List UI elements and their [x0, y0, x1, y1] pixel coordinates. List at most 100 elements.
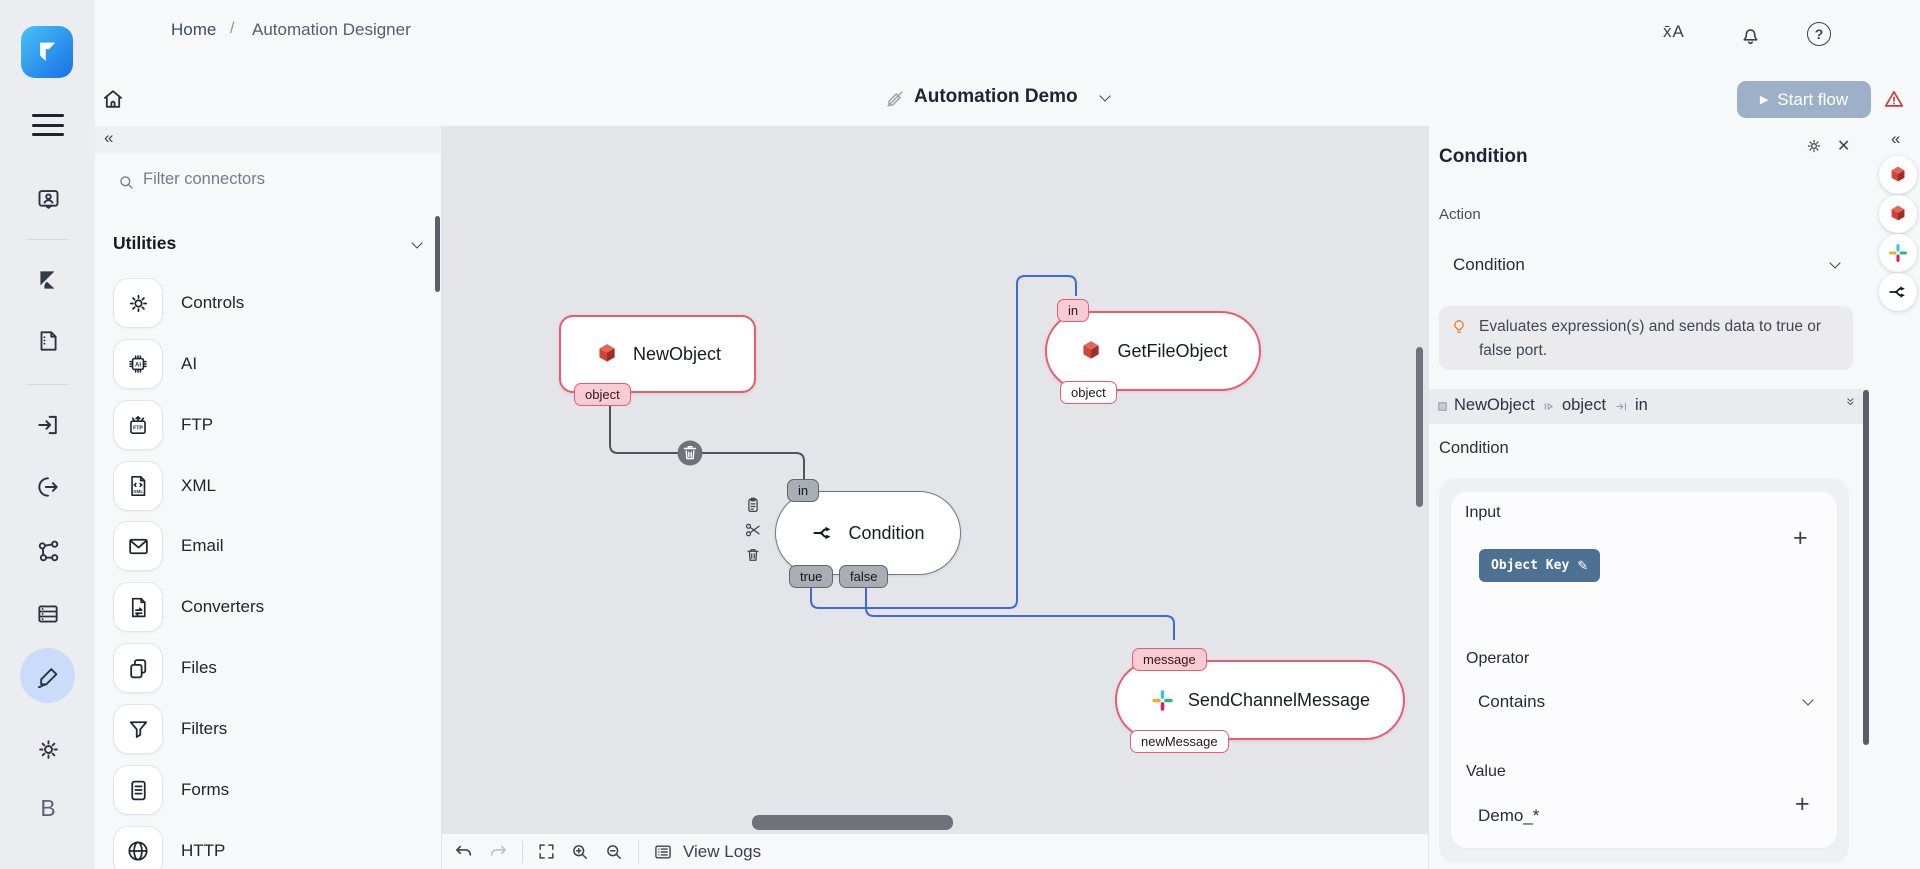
app-logo[interactable]: [21, 26, 73, 78]
inspector-settings-gear-icon[interactable]: [1805, 137, 1823, 155]
breadcrumb-home-link[interactable]: Home: [171, 20, 217, 39]
translate-icon[interactable]: x̄A: [1663, 22, 1685, 41]
connector-label[interactable]: FTP: [181, 415, 214, 434]
node-getfileobject[interactable]: GetFileObject in object: [1045, 299, 1261, 404]
file-note-icon[interactable]: [34, 327, 62, 355]
strip-node-sendchannelmessage[interactable]: [1879, 234, 1917, 272]
help-icon[interactable]: ?: [1807, 22, 1831, 46]
flow-header-bar: Automation Demo ▶ Start flow: [95, 60, 1920, 126]
flow-canvas[interactable]: NewObject object GetFileObject in object…: [442, 126, 1428, 869]
connector-label[interactable]: Email: [181, 536, 224, 555]
flow-title[interactable]: Automation Demo: [914, 86, 1078, 107]
connector-label[interactable]: XML: [181, 476, 216, 495]
canvas-vertical-scrollbar[interactable]: [1416, 347, 1423, 507]
settings-gear-icon[interactable]: [34, 735, 62, 763]
node-condition[interactable]: Condition in true false: [775, 479, 961, 588]
action-select[interactable]: Condition: [1439, 246, 1851, 286]
rail-divider: [26, 384, 69, 385]
connector-label[interactable]: HTTP: [181, 841, 226, 860]
connection-false-sendchannelmessage[interactable]: [865, 580, 1175, 640]
port-in[interactable]: in: [1057, 299, 1090, 322]
strip-node-getfileobject[interactable]: [1879, 195, 1917, 233]
flow-title-chevron-down-icon[interactable]: [1099, 90, 1111, 102]
operator-select[interactable]: Contains: [1466, 684, 1826, 722]
connector-tile-controls[interactable]: [113, 278, 163, 328]
table-rows-icon[interactable]: [34, 600, 62, 628]
input-key-chip[interactable]: Object Key ✎: [1479, 549, 1601, 582]
analytics-logo-icon[interactable]: [34, 266, 62, 294]
value-text[interactable]: Demo_*: [1478, 806, 1540, 825]
warning-icon[interactable]: [1883, 88, 1905, 110]
connector-tile-forms[interactable]: [113, 765, 163, 815]
node-label: Condition: [848, 522, 925, 543]
connector-tile-filters[interactable]: [113, 704, 163, 754]
contact-badge-icon[interactable]: [34, 185, 62, 213]
brand-b-badge[interactable]: B: [34, 794, 62, 822]
delete-connection-button[interactable]: [677, 440, 703, 466]
connector-label[interactable]: Controls: [181, 293, 245, 312]
strip-node-newobject[interactable]: [1879, 156, 1917, 194]
redo-icon[interactable]: [488, 842, 508, 862]
connector-cube-icon: [1078, 338, 1104, 364]
zoom-in-icon[interactable]: [570, 842, 590, 862]
port-true[interactable]: true: [789, 565, 834, 588]
connector-tile-files[interactable]: [113, 643, 163, 693]
connector-label[interactable]: Forms: [181, 780, 230, 799]
action-hint-text: Evaluates expression(s) and sends data t…: [1479, 318, 1822, 359]
condition-group-container: Input + Object Key ✎ Operator Contains V…: [1439, 478, 1849, 863]
inspector-scrollbar[interactable]: [1863, 390, 1869, 745]
value-label: Value: [1466, 763, 1506, 780]
home-icon[interactable]: [100, 86, 126, 112]
zoom-out-icon[interactable]: [604, 842, 624, 862]
view-logs-button[interactable]: View Logs: [683, 841, 762, 861]
connector-label[interactable]: Converters: [181, 597, 265, 616]
slack-icon: [1887, 242, 1909, 264]
collapse-section-double-chevron-icon[interactable]: »: [1842, 397, 1860, 406]
collapse-strip-icon[interactable]: «: [1891, 129, 1901, 148]
path-arrow-icon: [1615, 400, 1628, 413]
node-sendchannelmessage[interactable]: SendChannelMessage message newMessage: [1115, 648, 1405, 753]
cut-node-icon[interactable]: [744, 521, 762, 539]
connector-tile-converters[interactable]: [113, 582, 163, 632]
frends-logo-icon: [40, 42, 56, 61]
connector-tile-email[interactable]: [113, 521, 163, 571]
copy-node-icon[interactable]: [744, 496, 762, 514]
add-input-plus-icon[interactable]: +: [1793, 524, 1808, 552]
canvas-horizontal-scrollbar[interactable]: [752, 815, 953, 830]
undo-icon[interactable]: [454, 842, 474, 862]
port-in[interactable]: in: [787, 479, 820, 502]
node-newobject[interactable]: NewObject object: [559, 315, 756, 406]
filter-connectors-input[interactable]: [143, 170, 393, 189]
connection-true-getfileobject[interactable]: [810, 275, 1077, 609]
connector-label[interactable]: Files: [181, 658, 217, 677]
connector-tile-http[interactable]: [113, 826, 163, 869]
panel-scrollbar[interactable]: [435, 216, 440, 292]
port-object[interactable]: object: [574, 383, 631, 406]
connection-newobject-condition[interactable]: [609, 405, 805, 479]
sign-in-icon[interactable]: [34, 411, 62, 439]
delete-node-icon[interactable]: [744, 546, 762, 564]
workflow-nodes-icon[interactable]: [34, 537, 62, 565]
strip-node-condition[interactable]: [1879, 273, 1917, 311]
start-flow-button[interactable]: ▶ Start flow: [1737, 81, 1871, 118]
collapse-panel-icon[interactable]: «: [104, 128, 114, 147]
port-newmessage[interactable]: newMessage: [1130, 730, 1229, 753]
connector-tile-xml[interactable]: [113, 461, 163, 511]
designer-pen-icon[interactable]: [34, 662, 62, 690]
connector-tile-ai[interactable]: [113, 339, 163, 389]
utilities-collapse-chevron-icon[interactable]: [411, 237, 423, 249]
hamburger-menu-icon[interactable]: [32, 114, 64, 136]
port-object[interactable]: object: [1060, 381, 1117, 404]
add-value-plus-icon[interactable]: +: [1795, 790, 1810, 818]
sign-out-icon[interactable]: [34, 473, 62, 501]
connector-tile-ftp[interactable]: [113, 400, 163, 450]
logs-icon[interactable]: [653, 842, 673, 862]
fit-view-icon[interactable]: [537, 842, 556, 861]
connection-path-bar[interactable]: NewObject object in »: [1429, 389, 1869, 424]
port-false[interactable]: false: [839, 565, 889, 588]
inspector-close-icon[interactable]: ✕: [1837, 138, 1851, 155]
connector-label[interactable]: AI: [181, 354, 198, 373]
connector-label[interactable]: Filters: [181, 719, 228, 738]
port-message[interactable]: message: [1132, 648, 1207, 671]
notifications-bell-icon[interactable]: [1739, 23, 1762, 46]
